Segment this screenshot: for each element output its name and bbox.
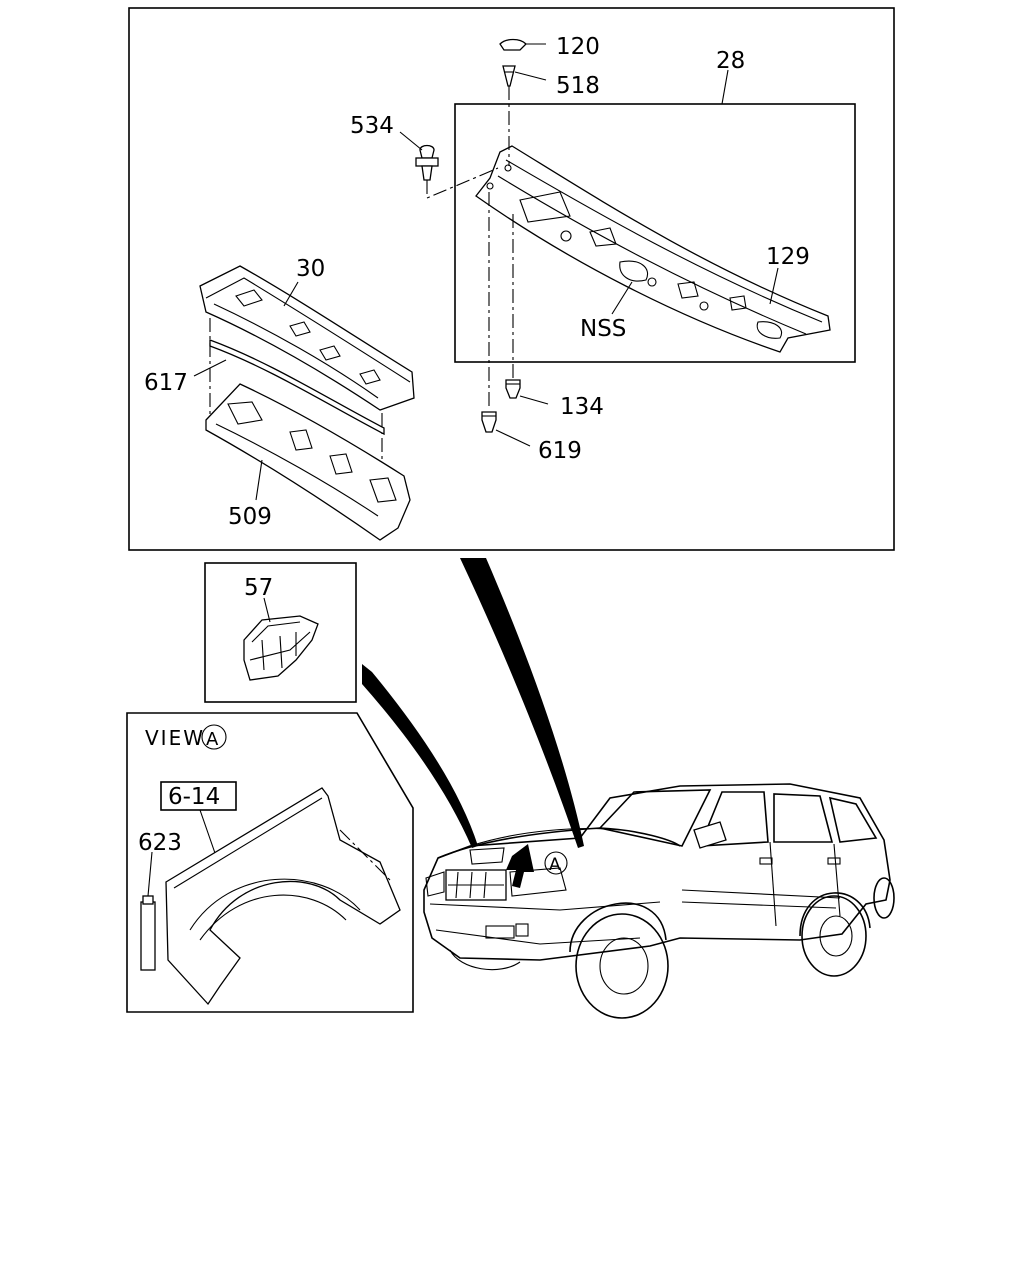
vehicle-illustration: A xyxy=(423,783,895,1019)
leader-129 xyxy=(769,267,779,305)
bracket-57-part xyxy=(243,615,319,681)
leader-623 xyxy=(147,851,153,897)
cowl-panel-assembly-part xyxy=(199,265,415,541)
callout-534: 534 xyxy=(350,113,394,139)
front-wheel xyxy=(569,902,669,1019)
screw-518-part xyxy=(502,65,516,87)
view-a-title: VIEW xyxy=(145,726,205,750)
main-panel-frame xyxy=(128,7,895,551)
vehicle-circle-a xyxy=(544,851,568,875)
inset-57: 57 xyxy=(204,562,357,703)
leader-nss xyxy=(611,281,633,315)
wheelhouse-liner-part xyxy=(165,787,401,1006)
callout-134: 134 xyxy=(560,394,604,420)
rear-wheel xyxy=(799,892,871,977)
inset-57-frame xyxy=(204,562,357,703)
leader-134 xyxy=(519,395,549,405)
clip-134-part xyxy=(505,379,521,399)
callout-509: 509 xyxy=(228,504,272,530)
subassembly-box-28 xyxy=(454,103,856,363)
sealer-623-part xyxy=(140,895,156,971)
pointer-inset-57 xyxy=(362,664,478,848)
leader-509 xyxy=(255,459,263,501)
cowl-top-cover-part xyxy=(475,145,831,353)
leader-617 xyxy=(193,359,227,377)
callout-30: 30 xyxy=(296,256,325,282)
main-panel: 120 518 28 534 129 30 NSS 617 134 619 50… xyxy=(128,7,895,551)
callout-57: 57 xyxy=(244,575,273,601)
leader-28 xyxy=(721,69,729,105)
callout-619: 619 xyxy=(538,438,582,464)
callout-518: 518 xyxy=(556,73,600,99)
vehicle-circle-letter: A xyxy=(549,855,561,875)
view-a-circle-letter: A xyxy=(206,729,219,750)
callout-nss: NSS xyxy=(580,316,626,342)
callout-120: 120 xyxy=(556,34,600,60)
view-a-panel: VIEW A 6-14 623 xyxy=(126,712,414,1013)
view-a-frame xyxy=(126,712,414,1013)
leader-57 xyxy=(263,597,271,623)
spare-tire xyxy=(873,877,895,919)
leader-518 xyxy=(514,71,547,81)
clip-534-part xyxy=(415,144,439,181)
leader-534 xyxy=(399,131,423,151)
view-a-circle xyxy=(201,724,227,750)
view-direction-arrow xyxy=(506,844,534,888)
pointer-main-panel xyxy=(460,558,584,848)
assembly-line-534 xyxy=(426,167,499,199)
leader-30 xyxy=(283,281,299,307)
clip-619-part xyxy=(481,411,497,433)
clip-120-part xyxy=(499,38,527,51)
callout-623: 623 xyxy=(138,830,182,856)
ref-box-label: 6-14 xyxy=(168,784,220,810)
callout-28: 28 xyxy=(716,48,745,74)
leader-6-14 xyxy=(199,809,217,857)
leader-619 xyxy=(495,429,531,447)
ref-box-6-14 xyxy=(160,781,237,811)
callout-129: 129 xyxy=(766,244,810,270)
callout-617: 617 xyxy=(144,370,188,396)
